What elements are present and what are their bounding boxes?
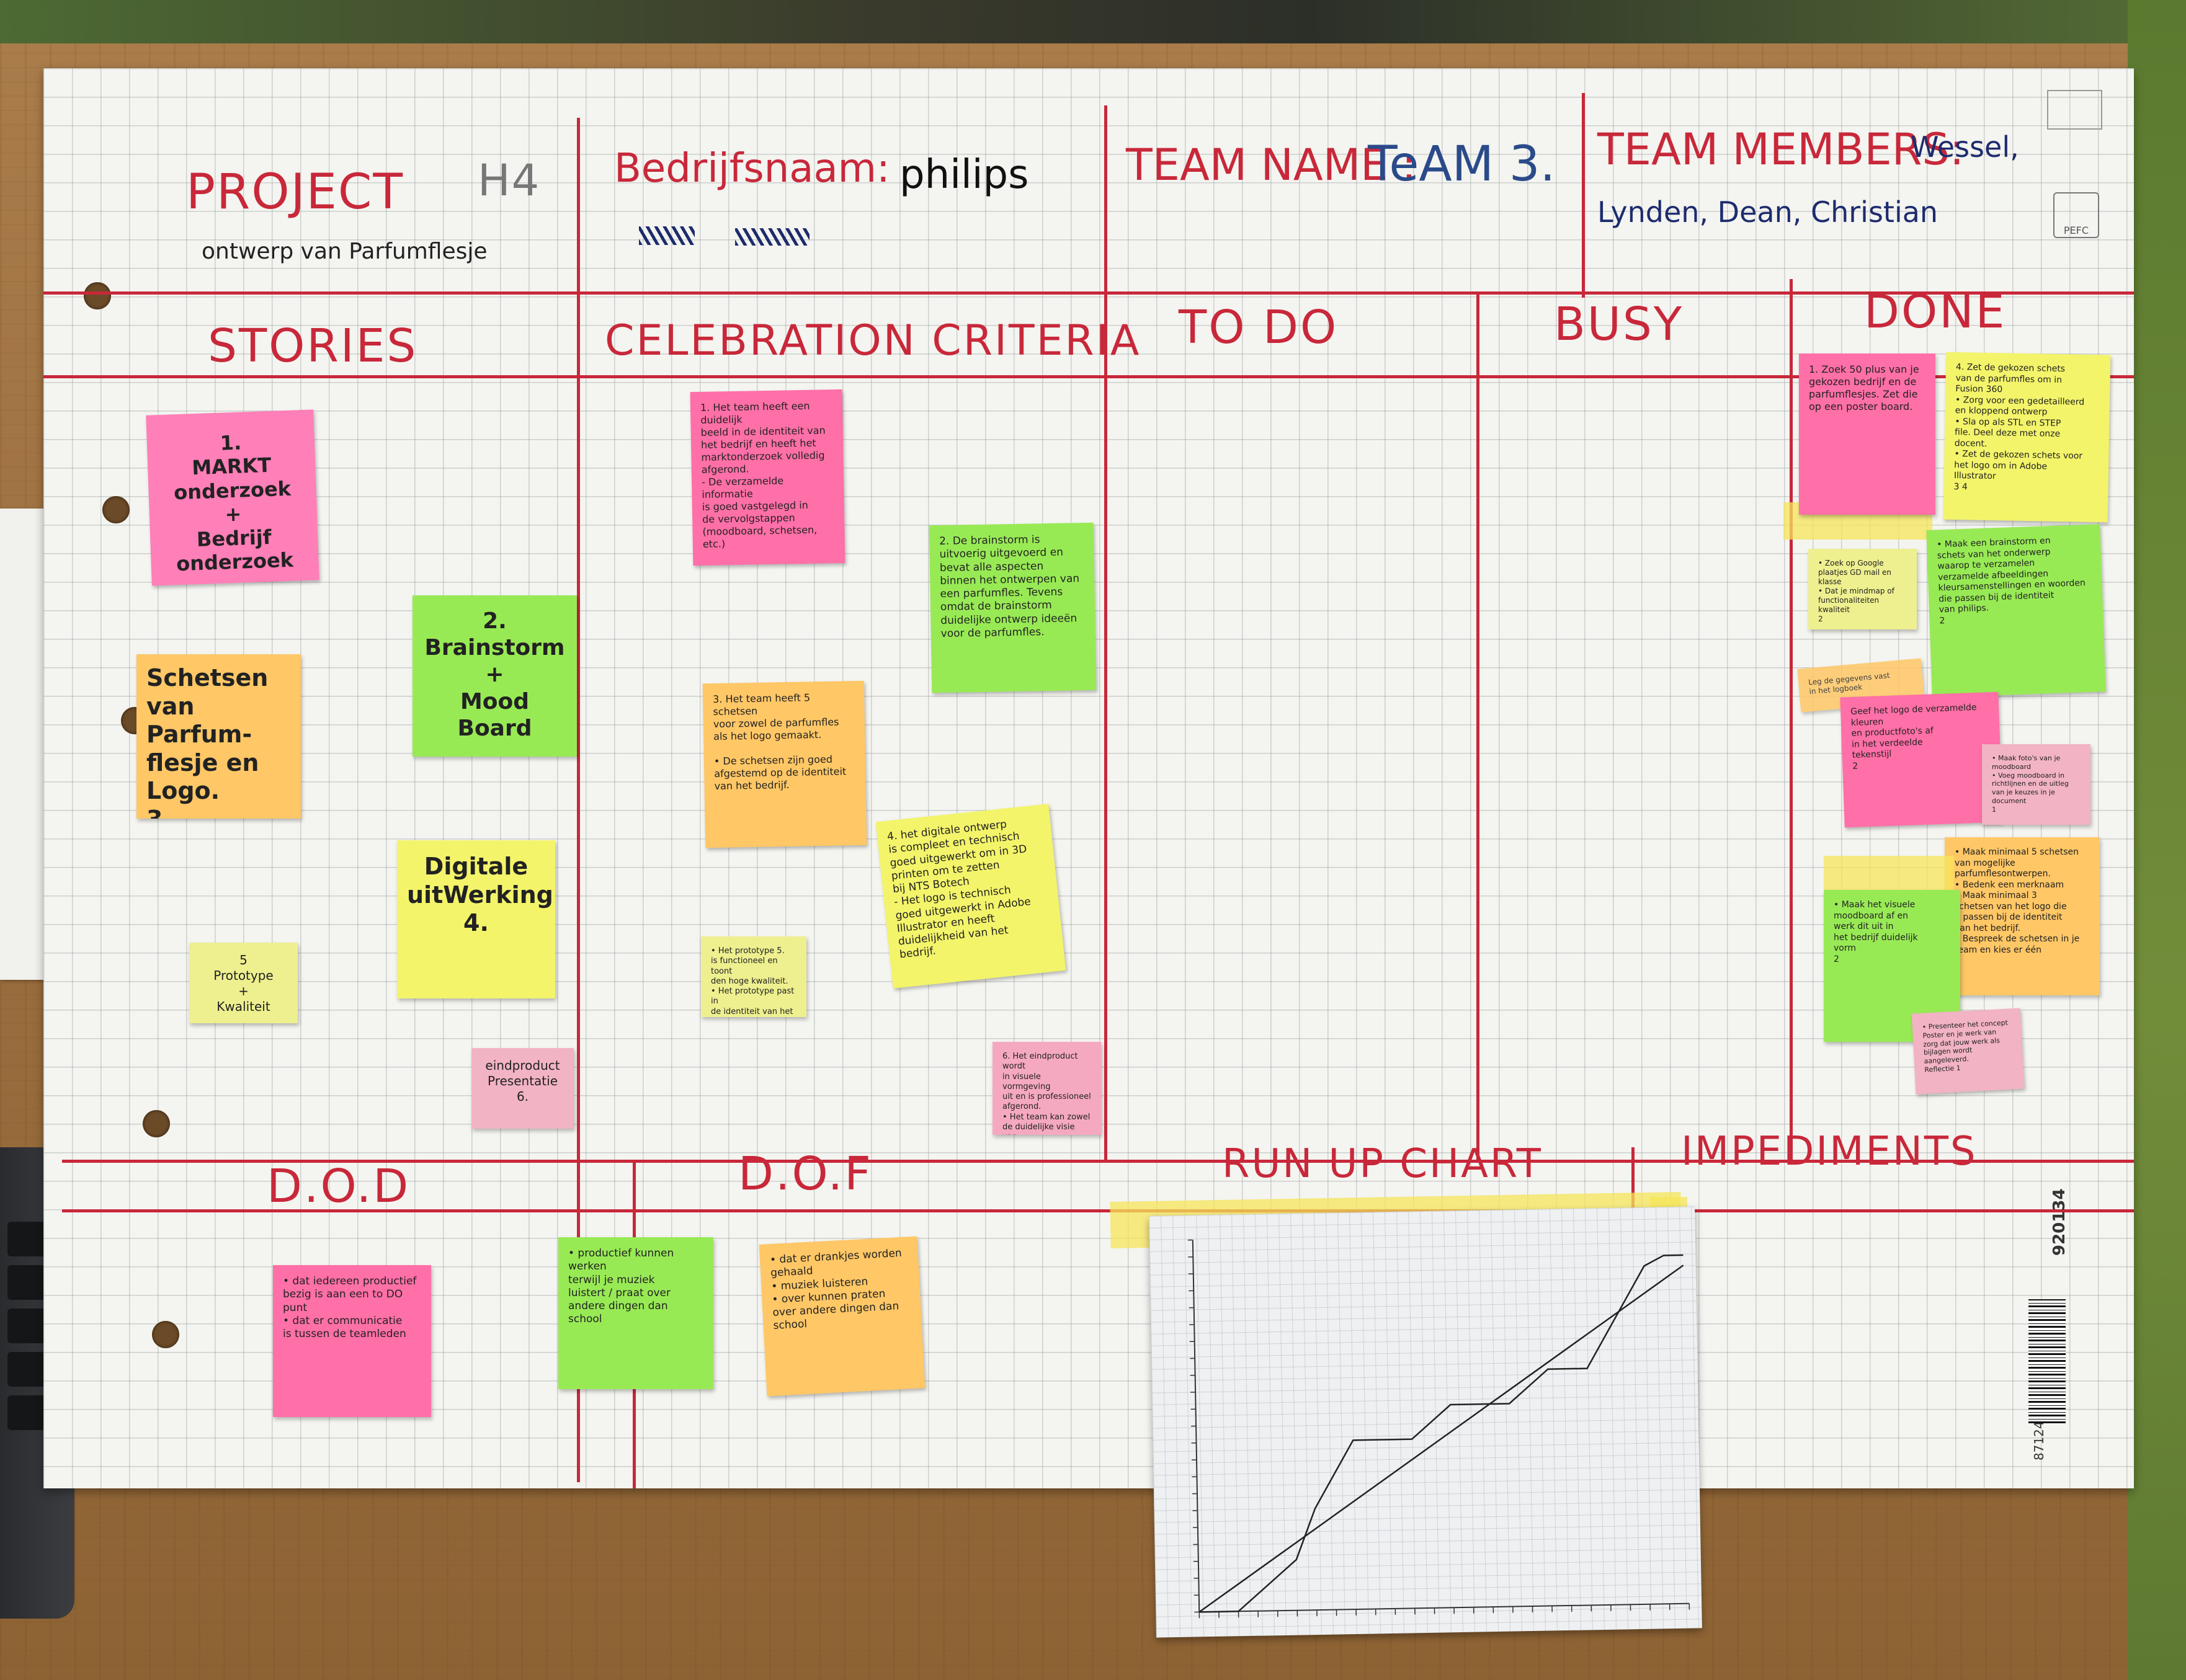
project-label: PROJECT xyxy=(186,164,404,220)
story-note: 1. MARKT onderzoek + Bedrijf onderzoek xyxy=(146,409,319,586)
column-header-done: DONE xyxy=(1864,285,2007,339)
celebration-note: 1. Het team heeft een duidelijk beeld in… xyxy=(690,389,845,566)
barcode xyxy=(2028,1299,2066,1423)
run-up-chart xyxy=(1187,1239,1690,1619)
chart-x-axis xyxy=(1199,1602,1690,1613)
column-header-stories: STORIES xyxy=(208,319,418,373)
celebration-note: 2. De brainstorm is uitvoerig uitgevoerd… xyxy=(929,522,1097,693)
dof-note: • dat er drankjes worden gehaald • muzie… xyxy=(759,1236,926,1397)
celebration-note: • Het prototype 5. is functioneel en too… xyxy=(701,936,806,1017)
section-header-run-up-chart: RUN UP CHART xyxy=(1222,1141,1543,1187)
column-divider-line xyxy=(1631,1147,1635,1209)
section-header-impediments: IMPEDIMENTS xyxy=(1681,1129,1978,1175)
section-header-dod: D.O.D xyxy=(267,1160,411,1213)
chart-ideal-line xyxy=(1198,1264,1684,1613)
header-divider-line xyxy=(43,291,2134,295)
column-divider-line xyxy=(1582,93,1585,298)
company-value: philips xyxy=(899,152,1029,198)
punch-hole xyxy=(143,1110,170,1137)
column-header-busy: BUSY xyxy=(1554,298,1684,351)
project-code: H4 xyxy=(478,155,541,206)
done-note: • Zoek op Google plaatjes GD mail en kla… xyxy=(1808,549,1917,629)
column-divider-line xyxy=(1476,291,1479,1160)
team-name-value: TeAM 3. xyxy=(1368,136,1556,192)
dod-note: • productief kunnen werken terwijl je mu… xyxy=(558,1237,713,1389)
done-note: Geef het logo de verzamelde kleuren en p… xyxy=(1840,691,2003,828)
column-header-celebration: CELEBRATION CRITERIA xyxy=(605,316,1141,365)
paper-code: 920134 xyxy=(2050,1188,2069,1256)
chart-y-axis xyxy=(1192,1240,1200,1612)
punch-hole xyxy=(84,282,111,309)
pefc-logo: PEFC xyxy=(2053,192,2099,238)
done-note: • Presenteer het concept Poster en je we… xyxy=(1911,1008,2025,1095)
bottom-header-line xyxy=(62,1209,2134,1212)
done-note: 1. Zoek 50 plus van je gekozen bedrijf e… xyxy=(1799,353,1935,515)
story-note: Digitale uitWerking 4. xyxy=(397,840,555,998)
chart-actual-line xyxy=(1199,1254,1684,1613)
project-subtitle: ontwerp van Parfumflesje xyxy=(202,239,488,264)
celebration-note: 6. Het eindproduct wordt in visuele vorm… xyxy=(993,1042,1101,1135)
background-grass xyxy=(2128,0,2186,1680)
celebration-note: 4. het digitale ontwerp is compleet en t… xyxy=(875,804,1066,989)
column-header-line xyxy=(43,375,2134,378)
column-divider-line xyxy=(1790,279,1793,1160)
company-label: Bedrijfsnaam: xyxy=(614,146,890,192)
done-note: • Maak minimaal 5 schetsen van mogelijke… xyxy=(1945,837,2100,995)
story-note: 2. Brainstorm + Mood Board xyxy=(413,595,577,757)
celebration-note: 3. Het team heeft 5 schetsen voor zowel … xyxy=(702,680,867,848)
story-note: 5 Prototype + Kwaliteit xyxy=(189,943,298,1023)
team-members-line1: Wessel, xyxy=(1911,130,2019,164)
scribble-mark xyxy=(735,228,810,246)
punch-hole xyxy=(152,1321,179,1348)
team-members-label: TEAM MEMBERS: xyxy=(1597,124,1965,175)
dod-note: • dat iedereen productief bezig is aan e… xyxy=(273,1265,431,1417)
scrum-board-paper: PROJECT H4 ontwerp van Parfumflesje Bedr… xyxy=(43,68,2134,1488)
tape-strip xyxy=(1824,856,1954,893)
team-members-line2: Lynden, Dean, Christian xyxy=(1597,195,1938,229)
story-note: Schetsen van Parfum- flesje en Logo. 3. xyxy=(136,654,301,819)
done-note: 4. Zet de gekozen schets van de parfumfl… xyxy=(1943,352,2111,523)
bottom-section-line xyxy=(62,1160,2134,1163)
team-name-label: TEAM NAME : xyxy=(1126,140,1417,190)
section-header-dof: D.O.F xyxy=(738,1147,873,1201)
done-note: • Maak een brainstorm en schets van het … xyxy=(1926,524,2106,698)
paper-logo-icon xyxy=(2047,90,2102,130)
column-header-todo: TO DO xyxy=(1179,301,1339,354)
done-note: • Maak foto's van je moodboard • Voeg mo… xyxy=(1982,744,2090,825)
scribble-mark xyxy=(639,226,695,245)
story-note: eindproduct Presentatie 6. xyxy=(471,1048,574,1129)
column-divider-line xyxy=(577,118,580,1482)
punch-hole xyxy=(102,496,130,523)
run-up-chart-sheet xyxy=(1149,1206,1702,1638)
column-divider-line xyxy=(1104,105,1107,1160)
